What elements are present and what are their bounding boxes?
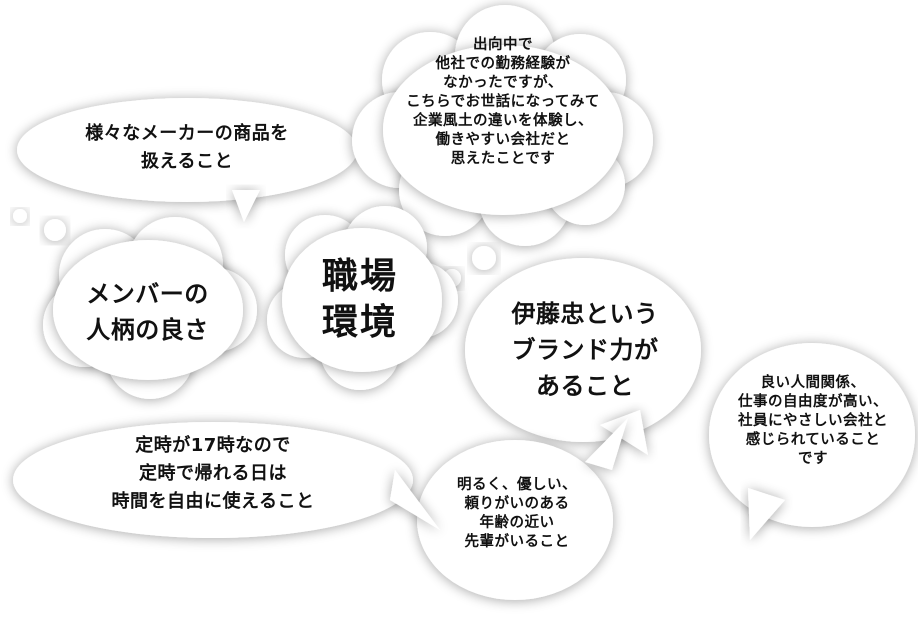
bubble-members-text: メンバーの 人柄の良さ — [86, 280, 209, 344]
bubble-brand-text: 伊藤忠という ブランド力が あること — [511, 300, 659, 400]
bubble-brand-shape — [465, 258, 701, 455]
bubble-hours-text: 定時が17時なので 定時で帰れる日は 時間を自由に使えること — [111, 435, 315, 512]
bubble-products-shape — [17, 98, 357, 222]
bubble-members-shape — [43, 217, 257, 399]
bubble-hours-shape — [13, 422, 440, 538]
bubble-seniors-shape — [417, 418, 628, 600]
bubble-secondment-text: 出向中で 他社での勤務経験が なかったですが、 こちらでお世話になってみて 企業… — [406, 37, 600, 167]
bubble-relations-text: 良い人間関係、 仕事の自由度が高い、 社員にやさしい会社と 感じられていること … — [738, 375, 888, 467]
bubble-relations-shape — [709, 343, 915, 540]
center-title: 職場 環境 — [321, 256, 398, 343]
thought-dot — [472, 246, 496, 270]
bubble-secondment-shape — [352, 5, 653, 246]
bubble-seniors-text: 明るく、優しい、 頼りがいのある 年齢の近い 先輩がいること — [457, 477, 577, 550]
bubble-products-text: 様々なメーカーの商品を 扱えること — [85, 123, 289, 172]
thought-dot — [44, 219, 66, 241]
bubble-center-shape — [267, 206, 458, 390]
thought-dot — [13, 209, 27, 223]
